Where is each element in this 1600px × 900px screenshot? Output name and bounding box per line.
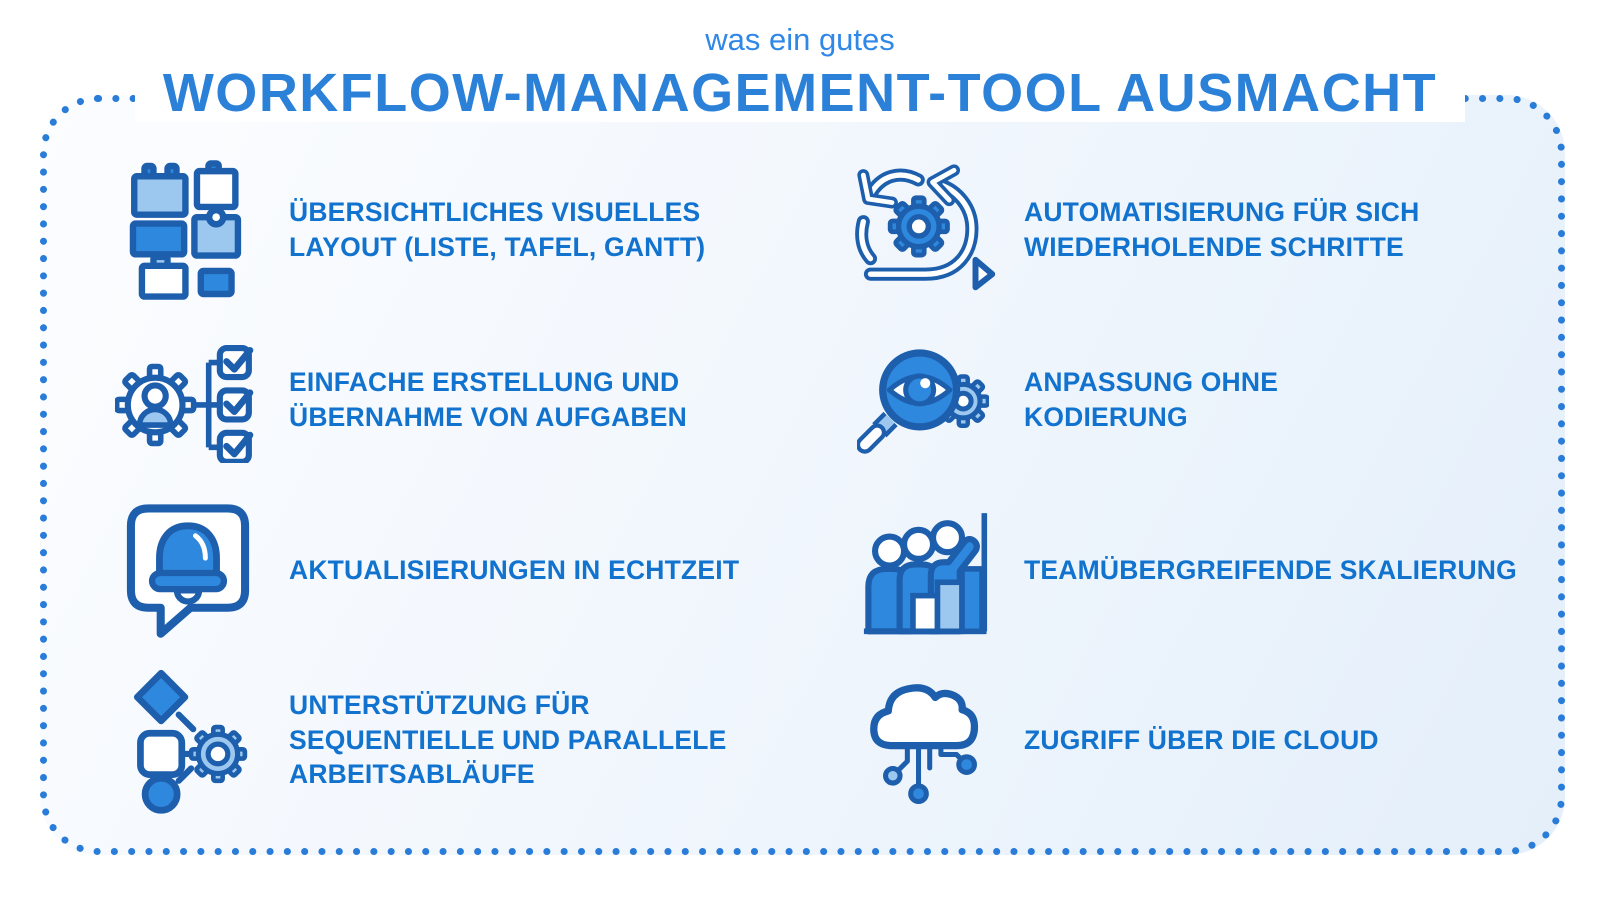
assignee-checklist-icon — [115, 344, 254, 463]
feature-item: UNTERSTÜTZUNG FÜR SEQUENTIELLE UND PARAL… — [100, 655, 835, 825]
feature-label: EINFACHE ERSTELLUNG UND ÜBERNAHME VON AU… — [289, 367, 687, 432]
feature-item: AUTOMATISIERUNG FÜR SICH WIEDERHOLENDE S… — [835, 145, 1570, 315]
header: was ein gutes WORKFLOW-MANAGEMENT-TOOL A… — [0, 0, 1600, 122]
agile-sprint-gear-icon — [854, 164, 995, 291]
page-title: WORKFLOW-MANAGEMENT-TOOL AUSMACHT — [134, 64, 1466, 122]
feature-label: ÜBERSICHTLICHES VISUELLES LAYOUT (LISTE,… — [289, 197, 706, 262]
feature-label: ZUGRIFF ÜBER DIE CLOUD — [1024, 724, 1379, 755]
kanban-cards-icon — [129, 160, 241, 300]
feature-item: AKTUALISIERUNGEN IN ECHTZEIT — [100, 485, 835, 655]
feature-label: AUTOMATISIERUNG FÜR SICH WIEDERHOLENDE S… — [1024, 197, 1420, 262]
features-grid: ÜBERSICHTLICHES VISUELLES LAYOUT (LISTE,… — [100, 145, 1570, 825]
title-kicker: was ein gutes — [705, 22, 895, 57]
bell-speech-bubble-icon — [126, 503, 249, 638]
team-growth-chart-icon — [863, 513, 987, 635]
feature-item: ZUGRIFF ÜBER DIE CLOUD — [835, 655, 1570, 825]
feature-item: ÜBERSICHTLICHES VISUELLES LAYOUT (LISTE,… — [100, 145, 835, 315]
workflow-shapes-gear-icon — [133, 669, 247, 814]
feature-label: UNTERSTÜTZUNG FÜR SEQUENTIELLE UND PARAL… — [289, 689, 727, 790]
feature-label: TEAMÜBERGREIFENDE SKALIERUNG — [1024, 554, 1517, 585]
feature-item: TEAMÜBERGREIFENDE SKALIERUNG — [835, 485, 1570, 655]
feature-item: EINFACHE ERSTELLUNG UND ÜBERNAHME VON AU… — [100, 315, 835, 485]
feature-label: AKTUALISIERUNGEN IN ECHTZEIT — [289, 554, 740, 585]
feature-label: ANPASSUNG OHNE KODIERUNG — [1024, 367, 1279, 432]
eye-magnifier-gear-icon — [856, 349, 989, 454]
feature-item: ANPASSUNG OHNE KODIERUNG — [835, 315, 1570, 485]
cloud-circuit-icon — [869, 684, 978, 805]
